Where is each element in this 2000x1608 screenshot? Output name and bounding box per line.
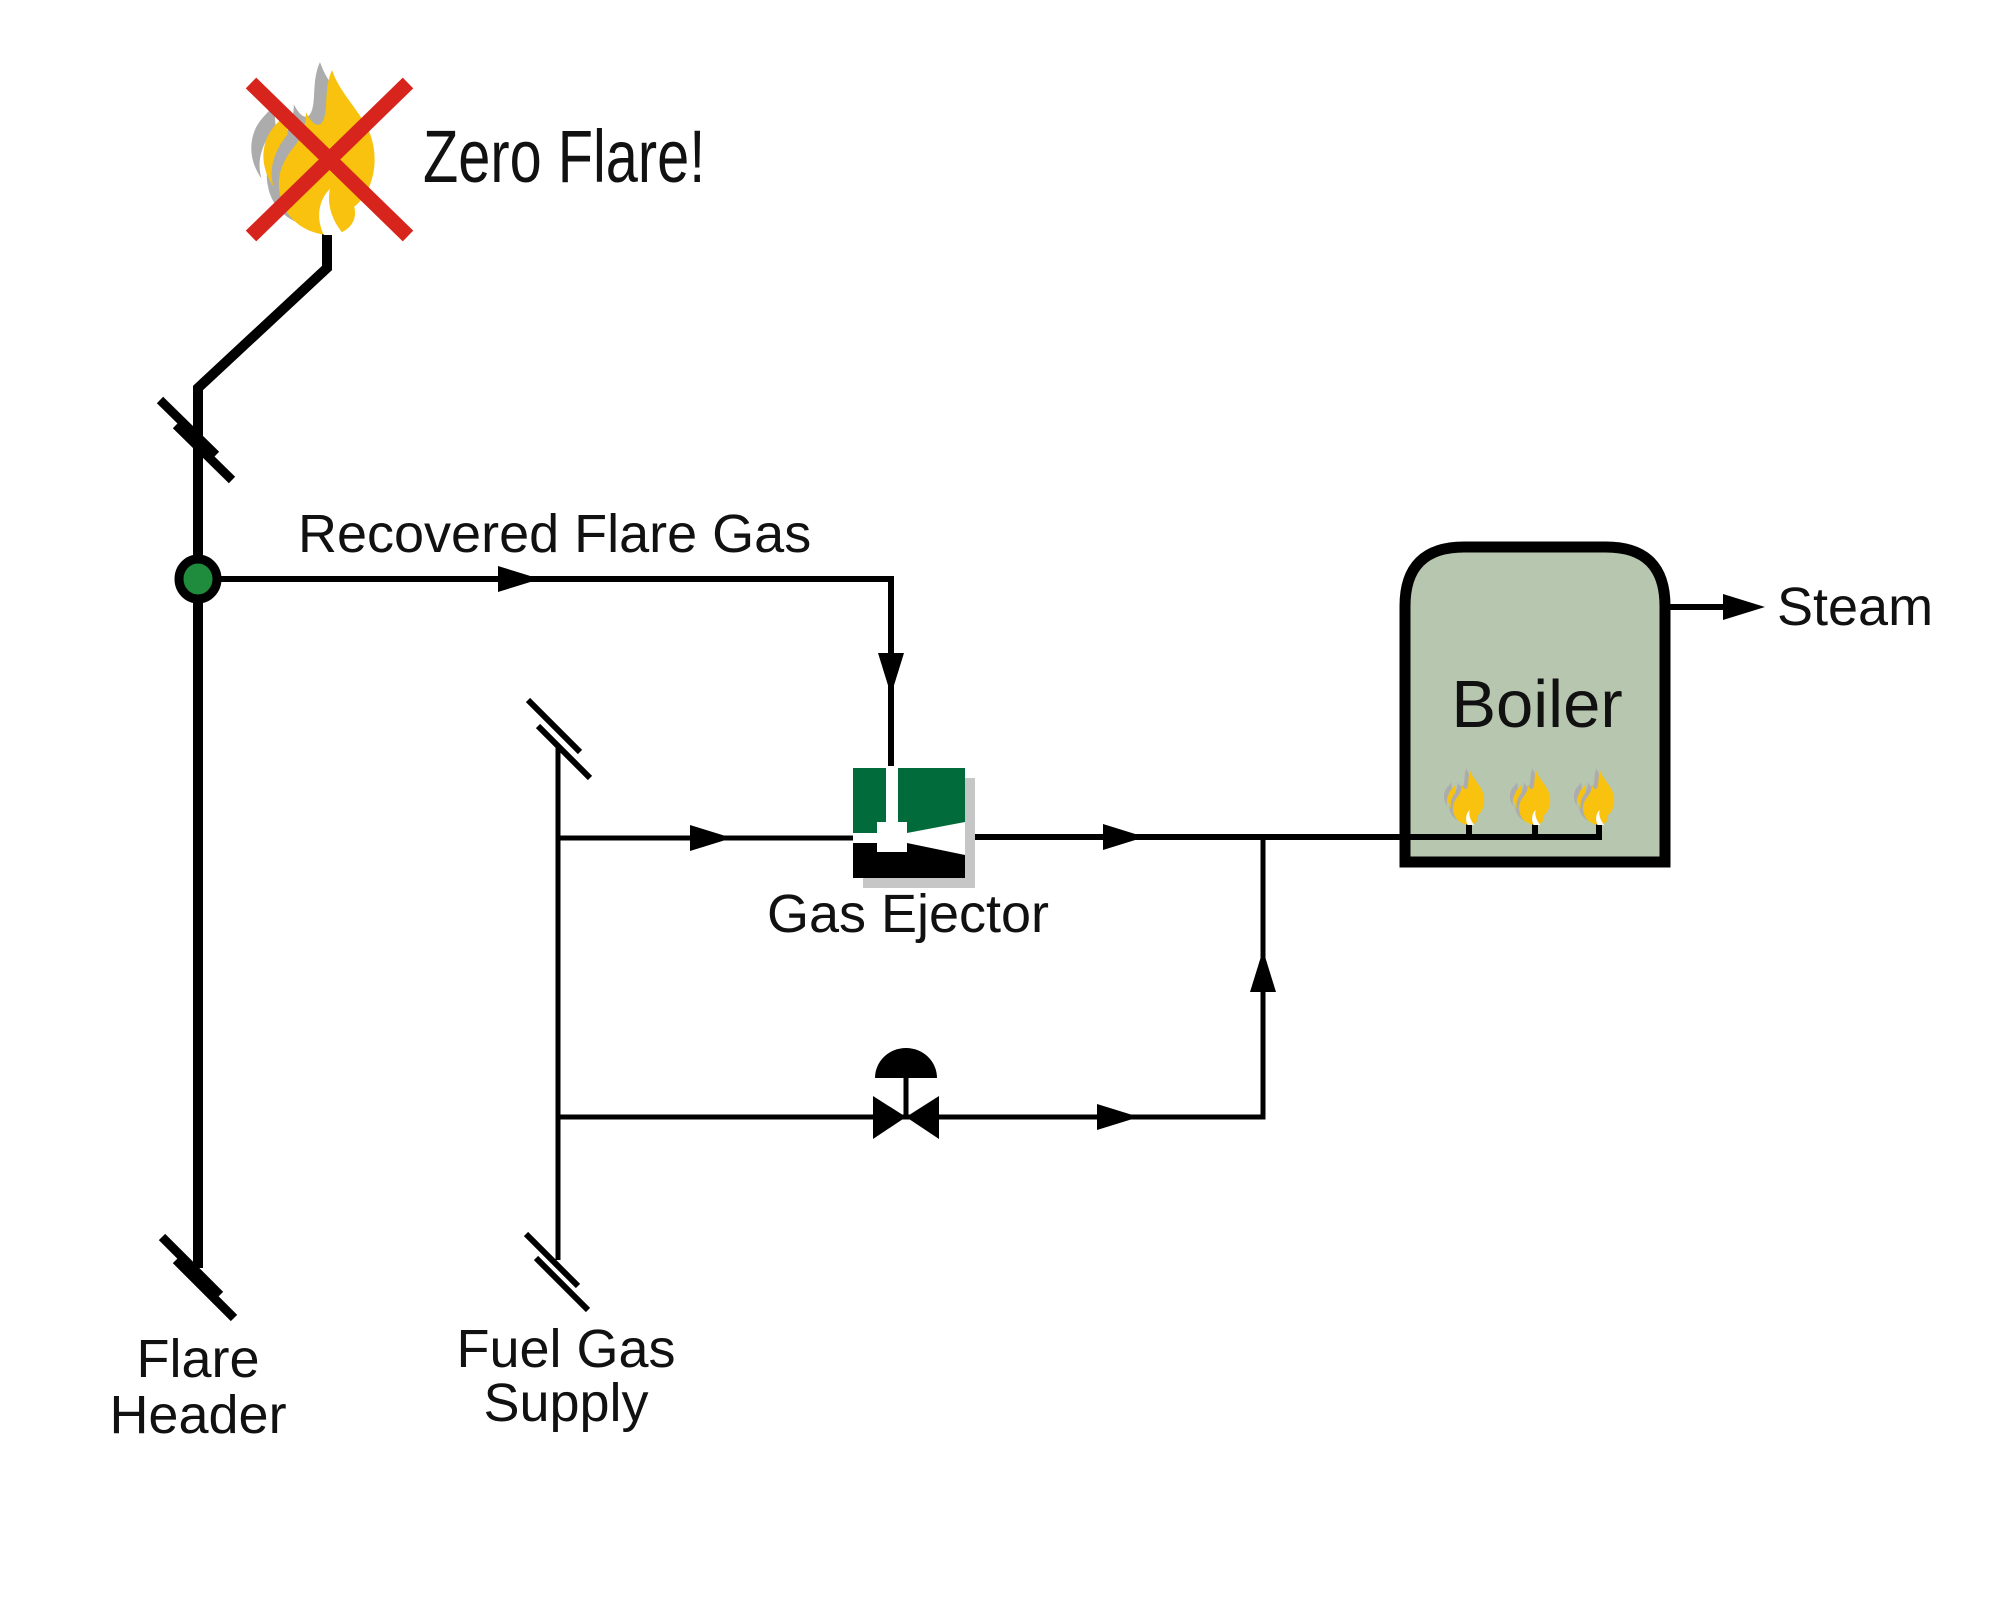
fuel-gas-supply-label: Fuel Gas Supply [456,1319,675,1433]
ejector-nozzle [877,822,907,852]
gas-ejector-label: Gas Ejector [767,884,1049,944]
steam-label: Steam [1777,577,1933,637]
ejector-feed-slot [886,768,898,822]
svg-text:Supply: Supply [483,1373,648,1433]
gas-ejector-symbol [853,768,975,888]
flare-header-label: Flare Header [109,1329,286,1445]
pipe-break-icon [523,1231,591,1313]
flow-arrow-icon [1723,594,1765,620]
fuel-gas-bypass-line [558,837,1266,1120]
flow-arrow-icon [1250,950,1276,992]
pipe-break-icon [525,697,593,781]
ejector-black-body [853,843,965,878]
recovered-flare-gas-label: Recovered Flare Gas [298,504,811,564]
zero-flare-label: Zero Flare! [423,116,705,199]
flow-arrow-icon [690,825,732,851]
recovered-flare-gas-line [198,576,894,766]
svg-text:Flare: Flare [136,1329,259,1389]
svg-text:Fuel Gas: Fuel Gas [456,1319,675,1379]
ejector-green-body [853,768,965,833]
no-flare-icon [245,61,414,242]
flow-arrow-icon [1103,824,1145,850]
flow-arrow-icon [498,566,540,592]
flare-header-pipe [193,232,332,1268]
pipe-break-icon [156,396,236,484]
flow-arrow-icon [1097,1104,1139,1130]
boiler-label: Boiler [1451,667,1622,742]
svg-text:Header: Header [109,1385,286,1445]
junction-dot-icon [174,554,222,604]
control-valve-icon [873,1048,939,1139]
flow-arrow-icon [878,653,904,695]
red-cross-icon [245,77,414,242]
pipe-break-icon [158,1233,238,1322]
